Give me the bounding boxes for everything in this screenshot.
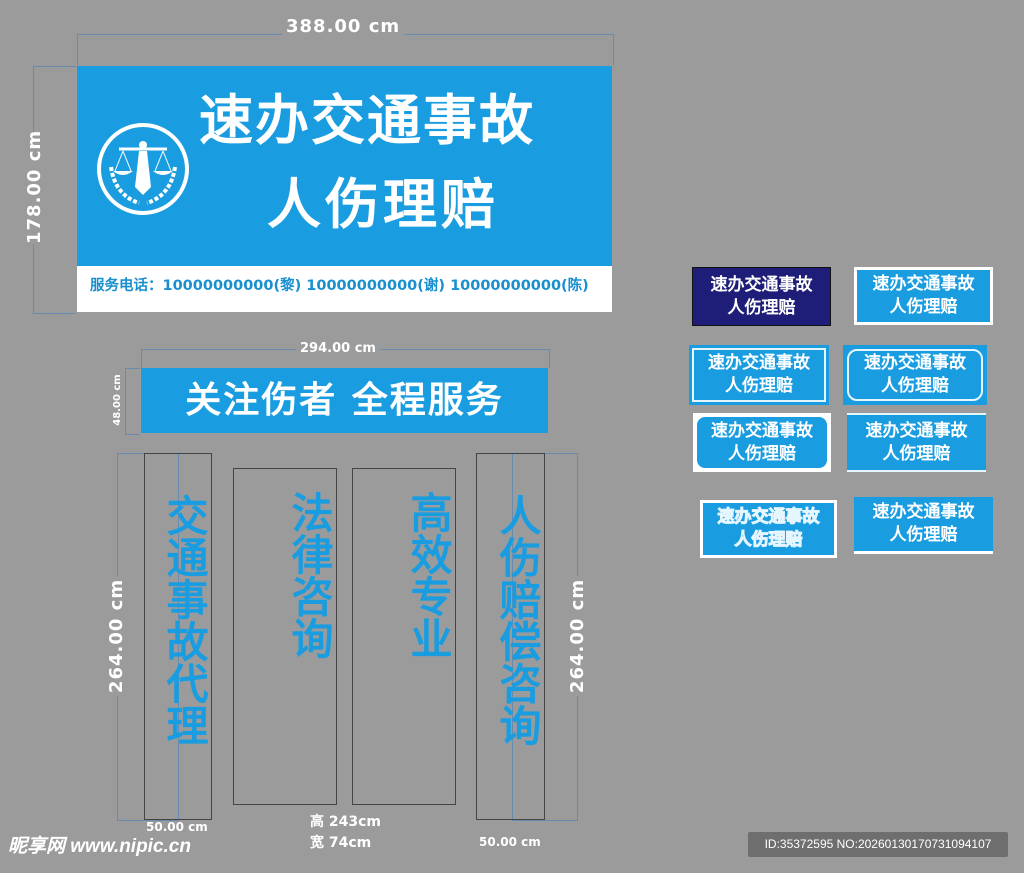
variant-line2: 人伤理赔 <box>728 443 796 464</box>
variant-line1: 速办交通事故 <box>872 274 975 294</box>
main-title-line2: 人伤理赔 <box>267 173 499 236</box>
column-text: 人伤赔偿咨询 <box>493 494 542 746</box>
main-sign: 速办交通事故 人伤理赔 服务电话：10000000000(黎) 10000000… <box>77 66 612 312</box>
variant-line1: 速办交通事故 <box>708 353 810 373</box>
variant-line1: 速办交通事故 <box>717 507 820 528</box>
middle-width-label: 宽 74cm <box>310 835 372 851</box>
variant-line2: 人伤理赔 <box>727 297 796 318</box>
column-text: 法律咨询 <box>285 491 334 659</box>
variant-sign-white-border: 速办交通事故人伤理赔 <box>854 267 993 325</box>
variant-line2: 人伤理赔 <box>734 530 803 551</box>
phone-numbers: 服务电话：10000000000(黎) 10000000000(谢) 10000… <box>90 278 589 294</box>
column-height-label-left: 264.00 cm <box>106 576 128 696</box>
variant-line2: 人伤理赔 <box>889 525 958 545</box>
column-width-label-left: 50.00 cm <box>146 820 208 834</box>
variant-sign-rounded: 速办交通事故人伤理赔 <box>693 413 831 472</box>
column-text: 交通事故代理 <box>160 494 209 746</box>
column-sign-3: 高效专业 <box>352 468 456 805</box>
banner-sign: 关注伤者 全程服务 <box>141 368 548 433</box>
variant-line1: 速办交通事故 <box>872 502 975 522</box>
variant-line2: 人伤理赔 <box>725 376 793 396</box>
variant-line2: 人伤理赔 <box>881 376 949 396</box>
banner-height-label: 48.00 cm <box>111 370 125 430</box>
column-sign-2: 法律咨询 <box>233 468 337 805</box>
variant-line2: 人伤理赔 <box>882 443 951 464</box>
main-height-label: 178.00 cm <box>24 129 46 244</box>
banner-width-label: 294.00 cm <box>296 341 380 357</box>
dimension-bracket <box>77 34 614 65</box>
variant-sign-top-bottom-lines: 速办交通事故人伤理赔 <box>847 413 986 472</box>
column-sign-4: 人伤赔偿咨询 <box>476 453 545 820</box>
variant-sign-inner-line: 速办交通事故人伤理赔 <box>689 345 829 405</box>
middle-height-label: 高 243cm <box>310 814 381 830</box>
variant-sign-outlined-text: 速办交通事故人伤理赔 <box>700 500 837 558</box>
column-sign-1: 交通事故代理 <box>144 453 212 820</box>
scales-of-justice-icon <box>97 123 189 215</box>
variant-line1: 速办交通事故 <box>864 353 966 373</box>
watermark-logo: 昵享网 www.nipic.cn <box>8 836 191 857</box>
main-width-label: 388.00 cm <box>282 16 405 38</box>
variant-line1: 速办交通事故 <box>711 420 813 441</box>
column-width-label-right: 50.00 cm <box>479 835 541 849</box>
variant-sign-bottom-line: 速办交通事故人伤理赔 <box>854 497 993 554</box>
dimension-bracket <box>125 368 140 435</box>
main-title-line1: 速办交通事故 <box>199 89 535 152</box>
column-text: 高效专业 <box>404 491 453 659</box>
column-height-label-right: 264.00 cm <box>567 576 589 696</box>
watermark-id: ID:35372595 NO:20260130170731094107 <box>748 832 1008 857</box>
variant-sign-navy: 速办交通事故人伤理赔 <box>692 267 831 326</box>
variant-line2: 人伤理赔 <box>889 297 958 317</box>
variant-line1: 速办交通事故 <box>865 420 968 441</box>
variant-sign-rounded-inner: 速办交通事故人伤理赔 <box>843 345 987 405</box>
variant-line1: 速办交通事故 <box>710 274 813 295</box>
